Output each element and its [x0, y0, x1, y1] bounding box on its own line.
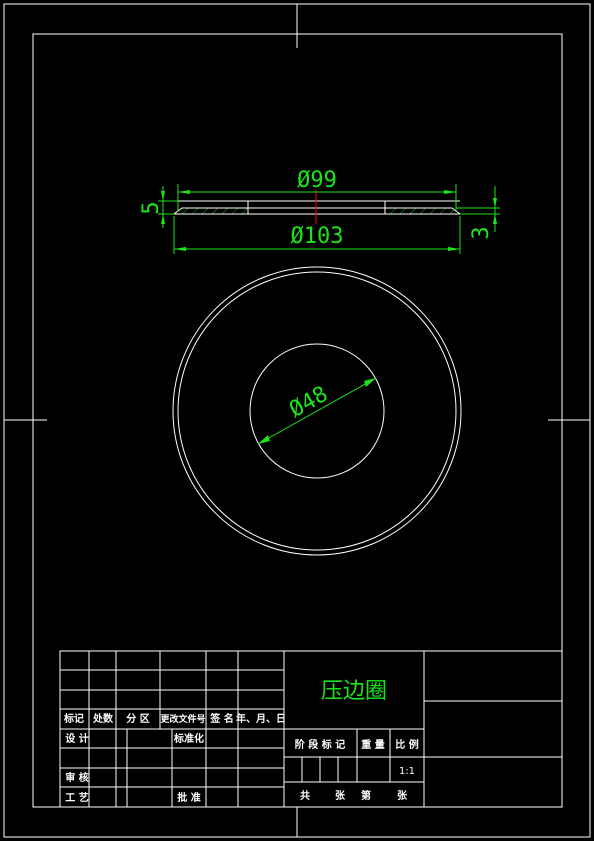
part-name-title: 压边圈: [321, 679, 387, 704]
rev-header-count: 处数: [92, 712, 114, 725]
dim-arrow-5-bottom: [161, 214, 165, 224]
section-view: Ø99 Ø103 5 3: [139, 168, 500, 254]
flange-circle: [177, 271, 457, 551]
top-view: Ø48: [172, 266, 462, 556]
title-block: 压边圈 标记 处数 分 区 更改文件号 签 名 年、月、日 设 计 标准化 审 …: [59, 650, 563, 808]
label-page: 第: [361, 789, 371, 802]
rev-header-change-doc: 更改文件号: [160, 713, 205, 725]
label-standardization: 标准化: [173, 732, 204, 745]
dim-arrow-103-right: [448, 247, 460, 251]
rev-header-date: 年、月、日: [236, 712, 286, 725]
dim-text-height-left: 5: [139, 201, 164, 214]
dim-text-height-right: 3: [469, 226, 494, 239]
label-weight: 重 量: [361, 738, 384, 751]
dim-arrow-5-top: [161, 191, 165, 201]
rev-header-signature: 签 名: [209, 712, 233, 725]
dim-arrow-103-left: [174, 247, 186, 251]
section-hatch-left: [174, 208, 248, 214]
dim-arrow-99-right: [444, 190, 456, 194]
dim-text-outer: Ø103: [291, 224, 344, 249]
label-total: 共: [300, 789, 310, 802]
label-stage-mark: 阶 段 标 记: [295, 738, 345, 751]
scale-value: 1:1: [399, 766, 415, 777]
rev-header-zone: 分 区: [126, 712, 149, 725]
section-hatch-right: [385, 208, 460, 214]
dim-text-inner-top: Ø99: [297, 168, 337, 193]
label-design: 设 计: [65, 732, 88, 745]
label-review: 审 核: [65, 771, 88, 784]
label-scale: 比 例: [395, 738, 418, 751]
outer-circle: [172, 266, 462, 556]
dim-arrow-48-left: [258, 435, 270, 444]
dim-arrow-48-right: [364, 378, 376, 387]
dim-arrow-3-top: [493, 198, 497, 208]
dim-text-hole: Ø48: [285, 382, 332, 423]
dim-arrow-3-bottom: [493, 214, 497, 224]
label-sheet: 张: [397, 789, 408, 802]
dim-line-48: [257, 377, 377, 445]
rev-header-mark: 标记: [63, 712, 84, 725]
label-sheets: 张: [335, 789, 346, 802]
dim-arrow-99-left: [178, 190, 190, 194]
label-approve: 批 准: [177, 791, 200, 804]
section-outline: [173, 207, 462, 215]
hole-circle: [249, 343, 385, 479]
label-process: 工 艺: [65, 791, 88, 804]
